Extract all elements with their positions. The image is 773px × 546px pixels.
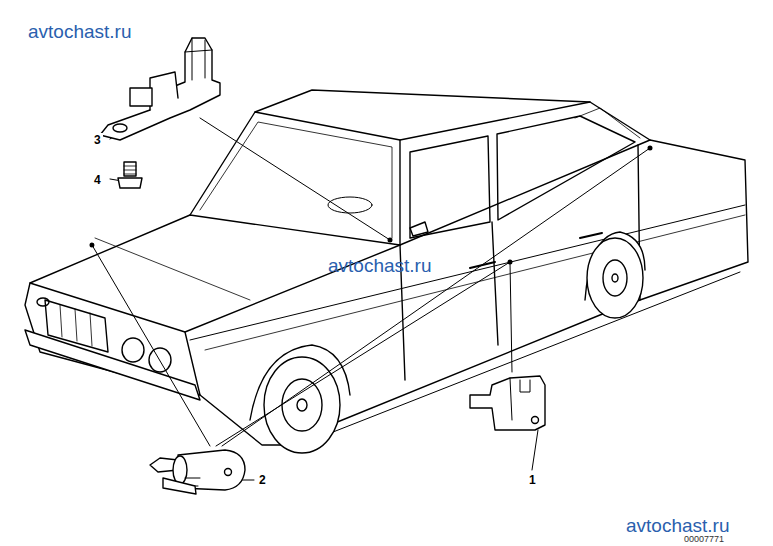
drawing-number: 00007771 <box>684 535 724 544</box>
watermark: avtochast.ru <box>328 256 432 275</box>
watermark: avtochast.ru <box>626 516 730 535</box>
callout-number: 2 <box>257 473 268 487</box>
callout-number: 4 <box>92 173 103 187</box>
callout-number: 1 <box>527 473 538 487</box>
callout-number: 3 <box>92 133 103 147</box>
watermark: avtochast.ru <box>28 22 132 41</box>
